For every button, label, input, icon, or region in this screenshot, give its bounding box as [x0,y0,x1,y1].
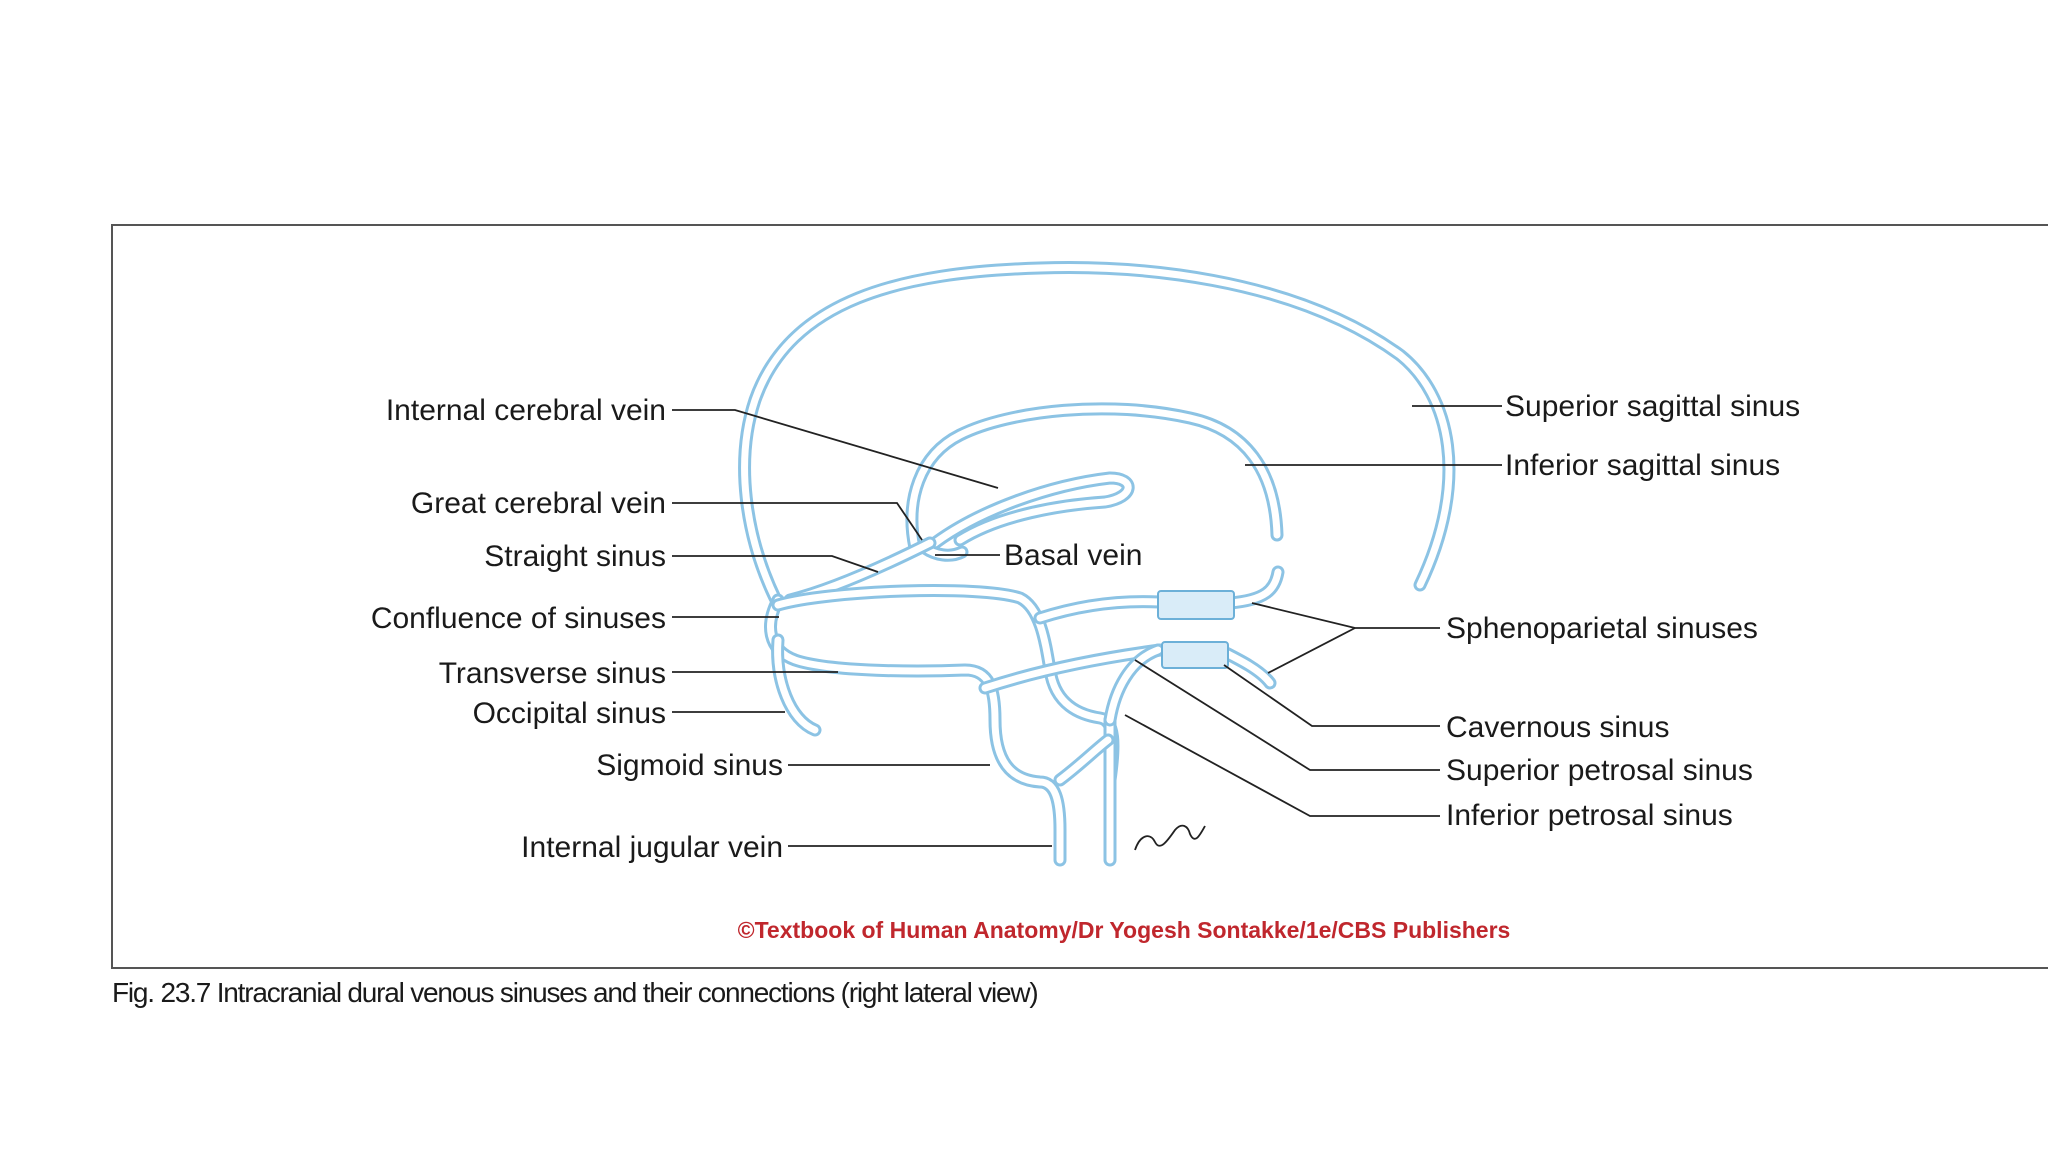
label-superior-sagittal-sinus: Superior sagittal sinus [1505,390,1800,423]
label-inferior-sagittal-sinus: Inferior sagittal sinus [1505,449,1780,482]
label-sigmoid-sinus: Sigmoid sinus [596,749,783,782]
figure-caption: Fig. 23.7 Intracranial dural venous sinu… [112,977,1038,1008]
label-confluence-of-sinuses: Confluence of sinuses [371,602,666,635]
figure-frame [111,224,2048,969]
label-superior-petrosal-sinus: Superior petrosal sinus [1446,754,1753,787]
label-inferior-petrosal-sinus: Inferior petrosal sinus [1446,799,1733,832]
label-occipital-sinus: Occipital sinus [473,697,666,730]
vessel-diagram [738,261,1456,867]
label-internal-cerebral-vein: Internal cerebral vein [386,394,666,427]
label-great-cerebral-vein: Great cerebral vein [411,487,666,520]
copyright-notice: ©Textbook of Human Anatomy/Dr Yogesh Son… [738,917,1511,943]
leader-lines [672,405,1502,847]
label-sphenoparietal-sinuses: Sphenoparietal sinuses [1446,612,1758,645]
labels: Internal cerebral vein Great cerebral ve… [371,390,1800,864]
label-basal-vein: Basal vein [1004,539,1142,572]
label-straight-sinus: Straight sinus [484,540,666,573]
label-transverse-sinus: Transverse sinus [439,657,666,690]
label-cavernous-sinus: Cavernous sinus [1446,711,1669,744]
label-internal-jugular-vein: Internal jugular vein [521,831,783,864]
